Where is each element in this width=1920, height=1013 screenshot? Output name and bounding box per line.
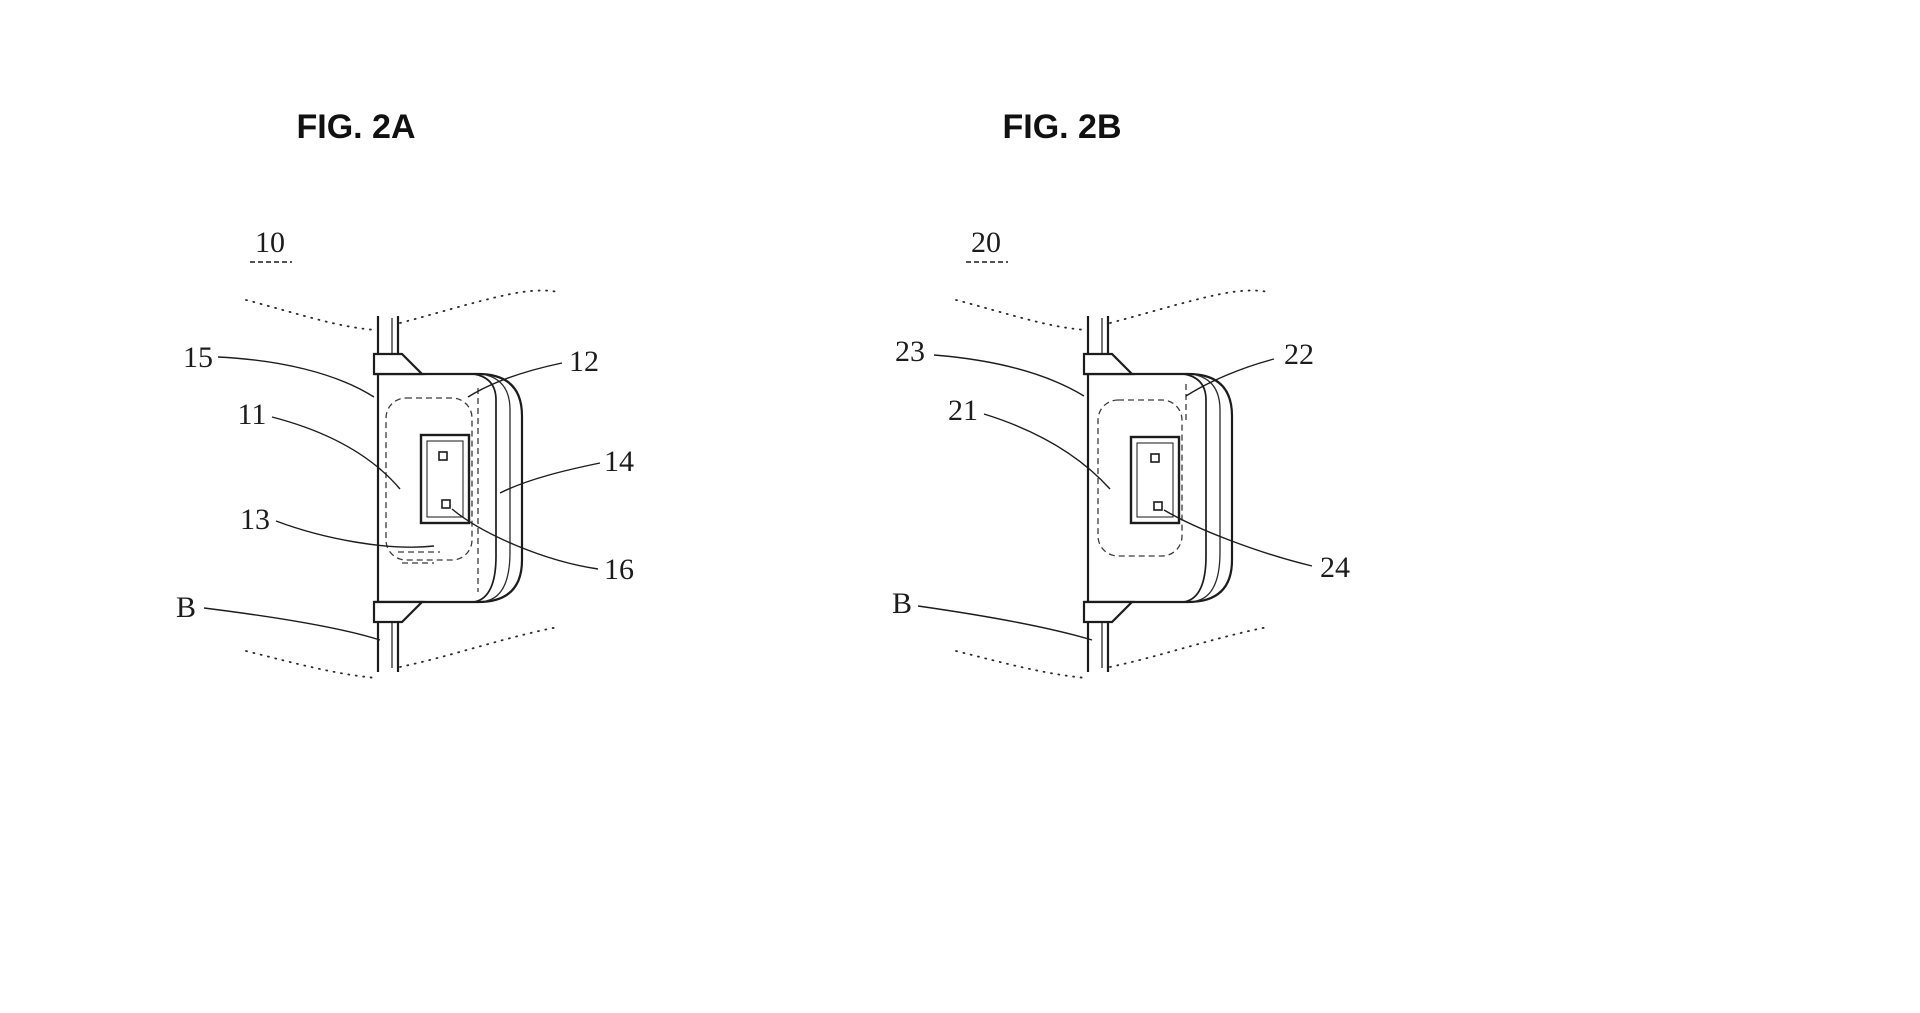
connector-pin-top-2b bbox=[1150, 453, 1160, 463]
ref-label-11: 11 bbox=[238, 398, 267, 431]
ref-label-23: 23 bbox=[895, 335, 925, 368]
bracket-outline-2b bbox=[1084, 372, 1234, 604]
connector-housing bbox=[419, 433, 471, 525]
ref-label-B-2a: B bbox=[176, 591, 196, 624]
bracket-face-edge-2b bbox=[1183, 373, 1207, 603]
ref-label-22: 22 bbox=[1284, 338, 1314, 371]
break-line-top-right bbox=[399, 289, 559, 324]
figure-2b-group-label: 20 bbox=[971, 226, 1001, 259]
break-line-bottom-left-2b bbox=[955, 650, 1087, 679]
connector-pin-top bbox=[438, 451, 448, 461]
mount-tab-bottom bbox=[372, 600, 425, 624]
connector-inner-wall-2b bbox=[1136, 442, 1174, 518]
ref-label-24: 24 bbox=[1320, 551, 1350, 584]
break-line-top-left bbox=[245, 299, 377, 331]
bracket-side-contour-2b bbox=[1195, 374, 1221, 602]
leader-22 bbox=[1185, 358, 1275, 397]
figure-2b: FIG. 2B 20 bbox=[892, 108, 1350, 679]
ref-label-16: 16 bbox=[604, 553, 634, 586]
leader-16 bbox=[451, 508, 599, 570]
leader-12 bbox=[467, 362, 563, 398]
break-line-top-left-2b bbox=[955, 299, 1087, 331]
ref-label-13: 13 bbox=[240, 503, 270, 536]
figure-2a: FIG. 2A 10 bbox=[176, 108, 634, 679]
leader-15 bbox=[217, 356, 375, 398]
mount-tab-top bbox=[372, 352, 425, 376]
mount-tab-top-2b bbox=[1082, 352, 1135, 376]
leader-21 bbox=[983, 413, 1111, 490]
ref-label-15: 15 bbox=[183, 341, 213, 374]
connector-pin-bottom bbox=[441, 499, 451, 509]
bracket-side-contour bbox=[485, 374, 511, 602]
figure-2b-title: FIG. 2B bbox=[1002, 108, 1121, 146]
leader-14 bbox=[499, 462, 601, 494]
bracket-outline bbox=[374, 372, 524, 604]
ref-label-14: 14 bbox=[604, 445, 634, 478]
figure-2a-group-label: 10 bbox=[255, 226, 285, 259]
mount-tab-bottom-2b bbox=[1082, 600, 1135, 624]
bracket-face-edge bbox=[473, 373, 497, 603]
leader-B-2a bbox=[203, 607, 381, 641]
leader-B-2b bbox=[917, 605, 1093, 641]
leader-11 bbox=[271, 416, 401, 490]
ref-label-B-2b: B bbox=[892, 587, 912, 620]
bracket-hidden-recess-2b bbox=[1097, 399, 1183, 557]
bracket-hidden-recess bbox=[385, 397, 473, 561]
ref-label-21: 21 bbox=[948, 394, 978, 427]
connector-pin-bottom-2b bbox=[1153, 501, 1163, 511]
break-line-bottom-right bbox=[399, 626, 559, 668]
break-line-top-right-2b bbox=[1109, 289, 1269, 324]
leader-24 bbox=[1163, 509, 1313, 567]
connector-housing-2b bbox=[1129, 435, 1181, 525]
leader-13 bbox=[275, 520, 435, 548]
figure-2a-title: FIG. 2A bbox=[296, 108, 415, 146]
ref-label-12: 12 bbox=[569, 345, 599, 378]
leader-23 bbox=[933, 354, 1085, 397]
break-line-bottom-right-2b bbox=[1109, 626, 1269, 668]
connector-inner-wall bbox=[426, 440, 464, 518]
break-line-bottom-left bbox=[245, 650, 377, 679]
